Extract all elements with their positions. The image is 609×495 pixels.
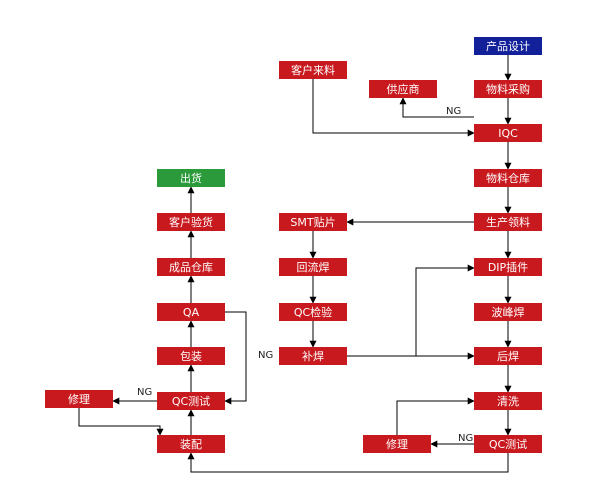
node-label-production-picking: 生产领料 [486,215,530,229]
node-box-material-warehouse [474,169,542,187]
node-label-post-solder: 后焊 [497,349,519,363]
node-assembly: 装配 [157,435,225,453]
node-box-production-picking [474,213,542,231]
node-smt-mount: SMT贴片 [279,213,347,231]
node-production-picking: 生产领料 [474,213,542,231]
node-box-material-purchase [474,80,542,98]
edge-label-iqc-to-supplier: NG [446,106,461,117]
node-shipment: 出货 [157,169,225,187]
edge-label-qa-to-qc-test-left: NG [258,350,273,361]
node-material-warehouse: 物料仓库 [474,169,542,187]
edge-repair-right-to-cleaning [396,397,475,435]
node-label-material-purchase: 物料采购 [486,82,530,96]
node-label-repair-left: 修理 [68,392,90,406]
node-product-design: 产品设计 [474,37,542,55]
node-box-post-solder [474,347,542,365]
node-label-supplier: 供应商 [387,82,420,96]
node-box-finished-warehouse [157,258,225,276]
node-box-assembly [157,435,225,453]
node-finished-warehouse: 成品仓库 [157,258,225,276]
node-label-reflow-solder: 回流焊 [297,260,330,274]
node-label-wave-solder: 波峰焊 [492,305,525,319]
node-cleaning: 清洗 [474,392,542,410]
node-repair-right: 修理 [363,435,431,453]
node-box-product-design [474,37,542,55]
node-label-dip-insert: DIP插件 [488,260,528,274]
node-label-cleaning: 清洗 [497,395,519,408]
node-dip-insert: DIP插件 [474,258,542,276]
node-box-touch-up-solder [279,347,347,365]
edge-label-qc-test-right-to-repair-right: NG [458,433,473,444]
node-qc-test-left: QC测试 [157,392,225,410]
node-reflow-solder: 回流焊 [279,258,347,276]
node-label-qa: QA [183,306,200,319]
node-post-solder: 后焊 [474,347,542,365]
node-repair-left: 修理 [45,390,113,408]
node-customer-inspection: 客户验货 [157,213,225,231]
node-label-customer-material: 客户来料 [291,63,335,77]
node-qa: QA [157,303,225,321]
node-touch-up-solder: 补焊 [279,347,347,365]
edge-qc-test-right-to-assembly [187,452,509,473]
node-box-repair-left [45,390,113,408]
node-box-reflow-solder [279,258,347,276]
node-wave-solder: 波峰焊 [474,303,542,321]
node-box-shipment [157,169,225,187]
node-label-qc-test-left: QC测试 [172,395,210,408]
node-box-qa [157,303,225,321]
node-box-wave-solder [474,303,542,321]
node-packaging: 包装 [157,347,225,365]
node-box-cleaning [474,392,542,410]
node-box-qc-test-right [474,435,542,453]
node-label-assembly: 装配 [180,438,202,451]
node-box-iqc [474,124,542,142]
node-label-shipment: 出货 [180,171,202,185]
node-box-smt-mount [279,213,347,231]
node-label-qc-test-right: QC测试 [489,438,527,451]
node-label-finished-warehouse: 成品仓库 [169,260,213,274]
node-box-customer-inspection [157,213,225,231]
edge-qa-to-qc-test-left [224,311,247,405]
edge-label-qc-test-left-to-repair-left: NG [137,387,152,398]
node-box-qc-inspect [279,303,347,321]
node-qc-test-right: QC测试 [474,435,542,453]
node-box-customer-material [279,61,347,79]
node-box-packaging [157,347,225,365]
edge-iqc-to-supplier [399,97,474,118]
node-label-smt-mount: SMT贴片 [290,215,335,229]
node-label-touch-up-solder: 补焊 [302,349,324,363]
node-label-product-design: 产品设计 [486,39,530,53]
edge-customer-material-to-iqc [312,79,475,137]
node-label-iqc: IQC [498,127,518,140]
edge-touch-up-solder-to-dip-insert [415,264,475,356]
node-box-qc-test-left [157,392,225,410]
edge-labels-layer: NG NG NG NG [137,106,473,444]
node-label-qc-inspect: QC检验 [294,305,332,319]
node-box-dip-insert [474,258,542,276]
node-box-repair-right [363,435,431,453]
node-label-customer-inspection: 客户验货 [169,215,213,229]
node-material-purchase: 物料采购 [474,80,542,98]
node-customer-material: 客户来料 [279,61,347,79]
node-box-supplier [369,80,437,98]
node-qc-inspect: QC检验 [279,303,347,321]
node-supplier: 供应商 [369,80,437,98]
edges-layer [78,55,512,473]
node-iqc: IQC [474,124,542,142]
node-label-repair-right: 修理 [386,437,408,451]
edge-repair-left-to-assembly [78,408,164,436]
node-label-packaging: 包装 [180,350,202,363]
node-label-material-warehouse: 物料仓库 [486,171,530,185]
